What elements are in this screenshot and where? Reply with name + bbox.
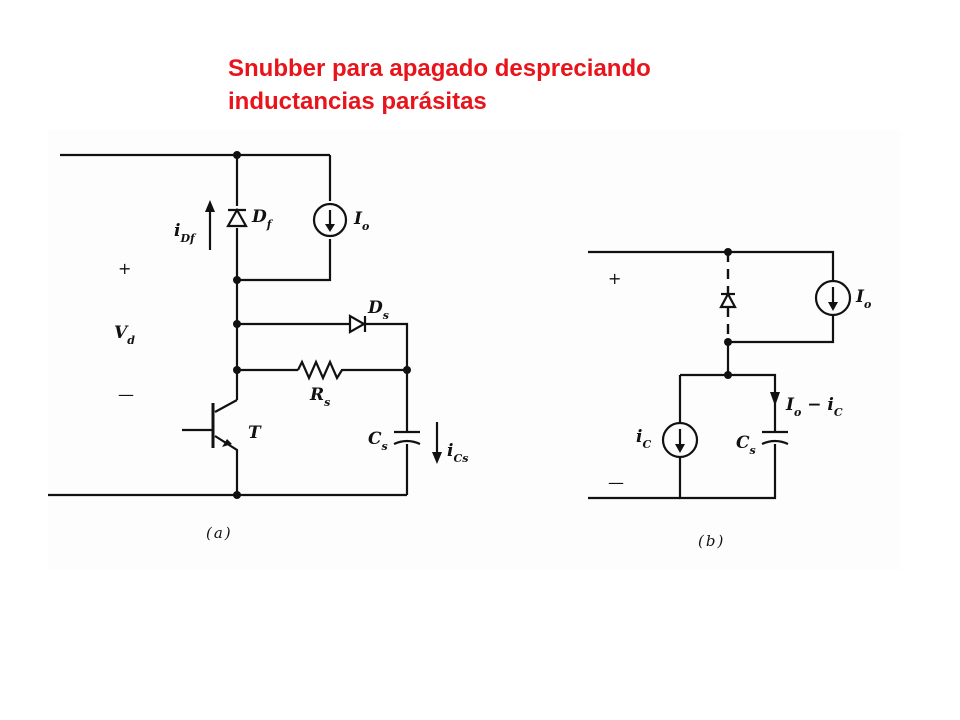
label-ics: iCs: [447, 441, 468, 465]
label-cs-b: Cs: [736, 433, 756, 457]
b-top-rail: [588, 250, 835, 281]
current-source-io-b: [814, 279, 852, 317]
a-minus-sign: —: [118, 385, 134, 404]
b-node-top: [724, 248, 732, 256]
capacitor-cs-b: [761, 430, 789, 446]
arrow-ics: [432, 422, 442, 464]
b-io-return: [728, 316, 835, 344]
caption-a: (a): [206, 524, 233, 542]
capacitor-cs-a: [393, 430, 421, 446]
current-source-ic: [661, 421, 699, 459]
a-node-df: [233, 276, 241, 284]
resistor-rs: [297, 359, 346, 381]
label-t: T: [248, 423, 262, 443]
current-source-io-a: [312, 202, 348, 238]
b-minus-sign: —: [608, 473, 624, 492]
circuit-a: + — Vd iDf Df Io Ds Rs Cs iCs T (a): [48, 151, 468, 542]
transistor-t: [182, 399, 239, 495]
a-ds-wire: [237, 322, 409, 370]
a-io-branch: [237, 155, 332, 282]
arrow-idf: [205, 200, 215, 250]
b-node-split: [724, 371, 732, 379]
circuit-b: + — Io Io − iC iC Cs (b): [588, 248, 871, 550]
a-plus-sign: +: [118, 259, 131, 278]
diode-ds: [348, 314, 367, 334]
slide-title: Snubber para apagado despreciando induct…: [228, 52, 651, 118]
label-ds: Ds: [367, 298, 389, 322]
b-split-wire: [678, 373, 777, 500]
label-cs-a: Cs: [368, 429, 388, 453]
label-io-minus-ic: Io − iC: [785, 395, 843, 419]
title-line-2: inductancias parásitas: [228, 88, 487, 115]
label-io-b: Io: [855, 287, 871, 311]
diode-df: [226, 207, 248, 228]
label-rs: Rs: [309, 385, 330, 409]
label-idf: iDf: [174, 221, 197, 245]
circuit-diagrams: + — Vd iDf Df Io Ds Rs Cs iCs T (a): [48, 151, 871, 550]
b-node-mid: [724, 338, 732, 346]
title-line-1: Snubber para apagado despreciando: [228, 55, 651, 82]
circuit-figure: + — Vd iDf Df Io Ds Rs Cs iCs T (a): [48, 130, 900, 570]
caption-b: (b): [698, 532, 725, 550]
arrow-io-ic: [770, 392, 780, 406]
label-ic: iC: [636, 427, 651, 451]
label-df: Df: [251, 207, 274, 231]
label-vd: Vd: [114, 323, 135, 347]
diode-b-dashed: [719, 291, 737, 309]
label-io-a: Io: [353, 209, 369, 233]
b-plus-sign: +: [608, 269, 621, 288]
a-node-top: [233, 151, 241, 159]
